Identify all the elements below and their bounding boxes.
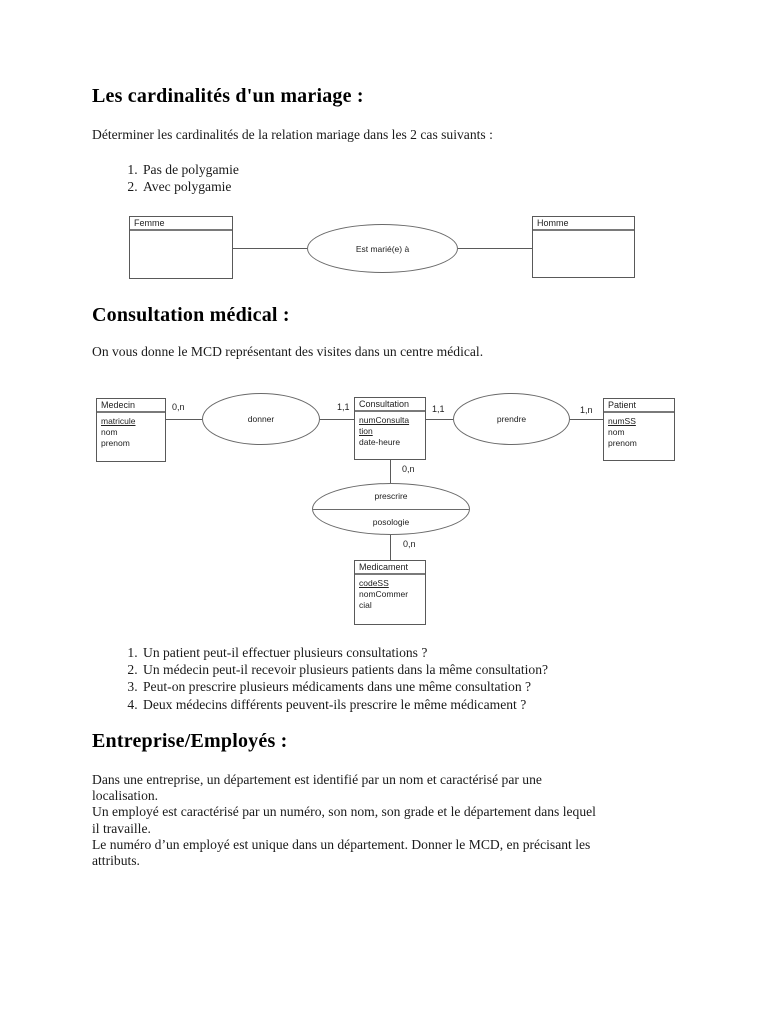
- connector-line: [390, 535, 391, 560]
- connector-line: [570, 419, 603, 420]
- entity-attributes: codeSS nomCommer cial: [355, 575, 425, 611]
- relation-label: Est marié(e) à: [355, 243, 410, 254]
- attribute-key: numConsulta: [359, 415, 410, 425]
- relation-est-marie: Est marié(e) à: [307, 224, 458, 273]
- cardinality-label: 1,n: [580, 405, 593, 415]
- text-line: il travaille.: [92, 820, 151, 836]
- connector-line: [233, 248, 307, 249]
- relation-prescrire: prescrire posologie: [312, 483, 470, 535]
- consultation-intro: On vous donne le MCD représentant des vi…: [92, 344, 484, 359]
- section-title-mariage: Les cardinalités d'un mariage :: [92, 85, 364, 107]
- question-item: Un médecin peut-il recevoir plusieurs pa…: [141, 661, 548, 678]
- entity-name: Femme: [130, 217, 232, 231]
- relation-label: prendre: [496, 414, 527, 424]
- list-item: Pas de polygamie: [141, 161, 239, 178]
- section-title-entreprise: Entreprise/Employés :: [92, 730, 288, 752]
- connector-line: [390, 460, 391, 483]
- relation-label: donner: [247, 414, 275, 424]
- list-item: Avec polygamie: [141, 178, 239, 195]
- mariage-intro: Déterminer les cardinalités de la relati…: [92, 127, 493, 142]
- connector-line: [426, 419, 453, 420]
- entreprise-text: Dans une entreprise, un département est …: [92, 772, 692, 869]
- cardinality-label: 0,n: [403, 539, 416, 549]
- attribute-key: numSS: [608, 416, 636, 426]
- entity-patient: Patient numSS nom prenom: [603, 398, 675, 461]
- relation-attribute: posologie: [372, 516, 410, 527]
- entity-attributes: numConsulta tion date-heure: [355, 412, 425, 448]
- entity-attributes: [533, 231, 634, 234]
- diagram-consultation: 0,n 1,1 1,1 1,n 0,n 0,n Medecin matricul…: [95, 393, 685, 627]
- entity-attributes: [130, 231, 232, 234]
- question-item: Un patient peut-il effectuer plusieurs c…: [141, 644, 548, 661]
- question-item: Deux médecins différents peuvent-ils pre…: [141, 696, 548, 713]
- entity-name: Medecin: [97, 399, 165, 413]
- attribute-key: codeSS: [359, 578, 389, 588]
- cardinality-label: 0,n: [402, 464, 415, 474]
- connector-line: [320, 419, 354, 420]
- entity-name: Medicament: [355, 561, 425, 575]
- entity-femme: Femme: [129, 216, 233, 279]
- entity-attributes: matricule nom prenom: [97, 413, 165, 449]
- relation-prendre: prendre: [453, 393, 570, 445]
- text-line: attributs.: [92, 853, 140, 869]
- entity-name: Patient: [604, 399, 674, 413]
- entity-name: Consultation: [355, 398, 425, 412]
- attribute: prenom: [608, 438, 637, 448]
- relation-label: prescrire: [313, 484, 469, 510]
- entity-medecin: Medecin matricule nom prenom: [96, 398, 166, 462]
- attribute: nom: [608, 427, 625, 437]
- attribute: date-heure: [359, 437, 401, 447]
- entity-name: Homme: [533, 217, 634, 231]
- attribute-key: tion: [359, 426, 373, 436]
- text-line: Le numéro d’un employé est unique dans u…: [92, 836, 591, 852]
- attribute: nom: [101, 427, 118, 437]
- entity-attributes: numSS nom prenom: [604, 413, 674, 449]
- cardinality-label: 0,n: [172, 402, 185, 412]
- connector-line: [166, 419, 202, 420]
- attribute-key: matricule: [101, 416, 136, 426]
- question-item: Peut-on prescrire plusieurs médicaments …: [141, 678, 548, 695]
- section-title-consultation: Consultation médical :: [92, 304, 290, 326]
- text-line: Dans une entreprise, un département est …: [92, 772, 542, 787]
- cardinality-label: 1,1: [337, 402, 350, 412]
- attribute: prenom: [101, 438, 130, 448]
- entity-medicament: Medicament codeSS nomCommer cial: [354, 560, 426, 625]
- entity-consultation: Consultation numConsulta tion date-heure: [354, 397, 426, 460]
- entity-homme: Homme: [532, 216, 635, 278]
- diagram-mariage: Femme Est marié(e) à Homme: [100, 210, 680, 290]
- consultation-questions: Un patient peut-il effectuer plusieurs c…: [116, 644, 548, 713]
- cardinality-label: 1,1: [432, 404, 445, 414]
- text-line: localisation.: [92, 788, 159, 804]
- mariage-list: Pas de polygamie Avec polygamie: [116, 161, 239, 196]
- attribute: cial: [359, 600, 372, 610]
- relation-donner: donner: [202, 393, 320, 445]
- connector-line: [458, 248, 532, 249]
- text-line: Un employé est caractérisé par un numéro…: [92, 804, 596, 820]
- attribute: nomCommer: [359, 589, 409, 599]
